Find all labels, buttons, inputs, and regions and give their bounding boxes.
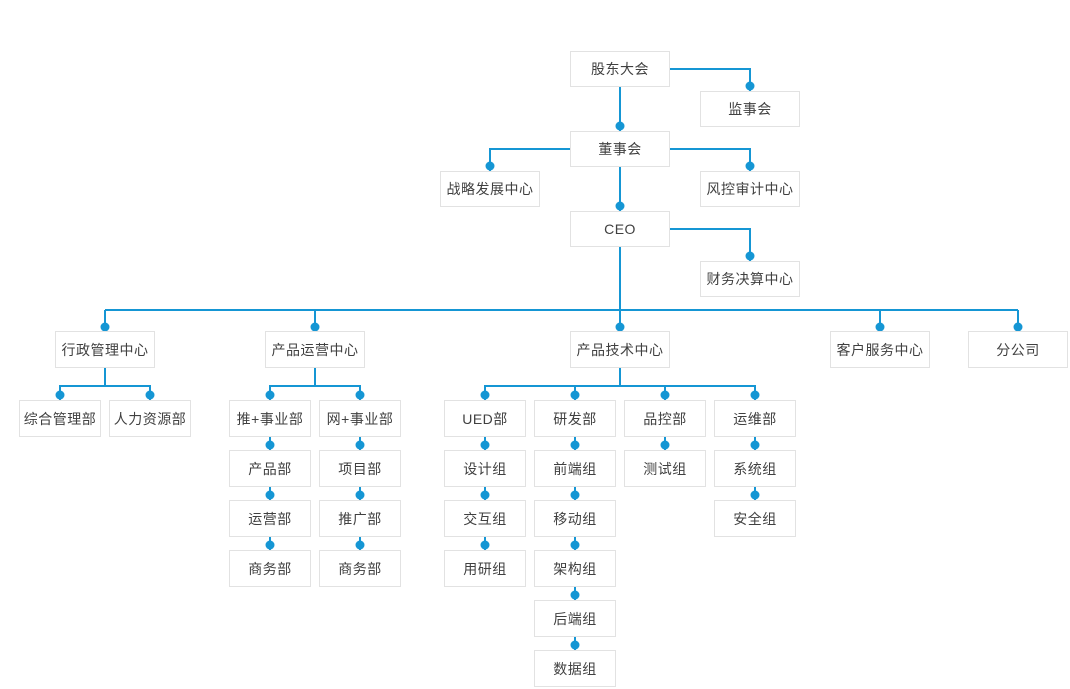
org-node-ued-dept: UED部 <box>444 400 526 437</box>
org-node-customer-center: 客户服务中心 <box>830 331 930 368</box>
connector-dot <box>615 201 625 211</box>
connector-dot <box>570 440 580 450</box>
connector-dot <box>660 440 670 450</box>
connector-dot <box>480 540 490 550</box>
connector-dot <box>875 322 885 332</box>
org-node-backend-team: 后端组 <box>534 600 616 637</box>
org-node-ceo: CEO <box>570 211 670 247</box>
org-node-strategy-center: 战略发展中心 <box>440 171 540 207</box>
org-node-test-team: 测试组 <box>624 450 706 487</box>
connector-dot <box>480 490 490 500</box>
org-node-project-dept: 项目部 <box>319 450 401 487</box>
connector-dot <box>615 322 625 332</box>
org-node-business-dept-1: 商务部 <box>229 550 311 587</box>
org-node-product-dept: 产品部 <box>229 450 311 487</box>
connector-dot <box>570 590 580 600</box>
connector-dot <box>310 322 320 332</box>
connector-dot <box>265 390 275 400</box>
connector-dot <box>480 390 490 400</box>
connector-line <box>670 228 751 261</box>
org-node-security-team: 安全组 <box>714 500 796 537</box>
connector-line <box>489 148 570 171</box>
connector-dot <box>750 390 760 400</box>
connector-dot <box>570 540 580 550</box>
connector-dot <box>355 390 365 400</box>
connector-line <box>670 68 751 91</box>
connector-dot <box>485 161 495 171</box>
connector-dot <box>265 540 275 550</box>
connector-dot <box>265 490 275 500</box>
connector-dot <box>745 251 755 261</box>
connector-dot <box>355 540 365 550</box>
org-node-architecture-team: 架构组 <box>534 550 616 587</box>
connector-dot <box>570 390 580 400</box>
connector-line <box>484 385 756 400</box>
connector-dot <box>55 390 65 400</box>
connector-line <box>269 385 361 400</box>
connector-dot <box>145 390 155 400</box>
org-node-interaction-team: 交互组 <box>444 500 526 537</box>
org-node-qc-dept: 品控部 <box>624 400 706 437</box>
connector-line <box>670 148 751 171</box>
org-node-mobile-team: 移动组 <box>534 500 616 537</box>
connector-dot <box>750 440 760 450</box>
connector-dot <box>570 640 580 650</box>
connector-dot <box>355 490 365 500</box>
org-node-business-dept-2: 商务部 <box>319 550 401 587</box>
connector-dot <box>615 121 625 131</box>
org-node-shareholders: 股东大会 <box>570 51 670 87</box>
connector-dot <box>1013 322 1023 332</box>
connector-line <box>59 385 151 400</box>
org-node-rd-dept: 研发部 <box>534 400 616 437</box>
connector-dot <box>355 440 365 450</box>
org-node-admin-center: 行政管理中心 <box>55 331 155 368</box>
org-node-promotion-dept: 推广部 <box>319 500 401 537</box>
org-node-tech-center: 产品技术中心 <box>570 331 670 368</box>
org-node-tui-division: 推+事业部 <box>229 400 311 437</box>
connector-dot <box>480 440 490 450</box>
connector-dot <box>750 490 760 500</box>
org-node-wang-division: 网+事业部 <box>319 400 401 437</box>
org-node-branch-company: 分公司 <box>968 331 1068 368</box>
org-node-design-team: 设计组 <box>444 450 526 487</box>
org-node-research-team: 用研组 <box>444 550 526 587</box>
org-node-data-team: 数据组 <box>534 650 616 687</box>
org-node-operation-dept: 运营部 <box>229 500 311 537</box>
org-node-general-admin: 综合管理部 <box>19 400 101 437</box>
org-node-board: 董事会 <box>570 131 670 167</box>
org-node-finance-center: 财务决算中心 <box>700 261 800 297</box>
org-node-frontend-team: 前端组 <box>534 450 616 487</box>
org-node-supervisory: 监事会 <box>700 91 800 127</box>
org-node-risk-audit-center: 风控审计中心 <box>700 171 800 207</box>
connector-dot <box>745 161 755 171</box>
org-node-hr-dept: 人力资源部 <box>109 400 191 437</box>
org-node-ops-dept: 运维部 <box>714 400 796 437</box>
connector-dot <box>265 440 275 450</box>
org-node-system-team: 系统组 <box>714 450 796 487</box>
connector-dot <box>570 490 580 500</box>
connector-dot <box>100 322 110 332</box>
org-node-operation-center: 产品运营中心 <box>265 331 365 368</box>
connector-dot <box>745 81 755 91</box>
connector-dot <box>660 390 670 400</box>
